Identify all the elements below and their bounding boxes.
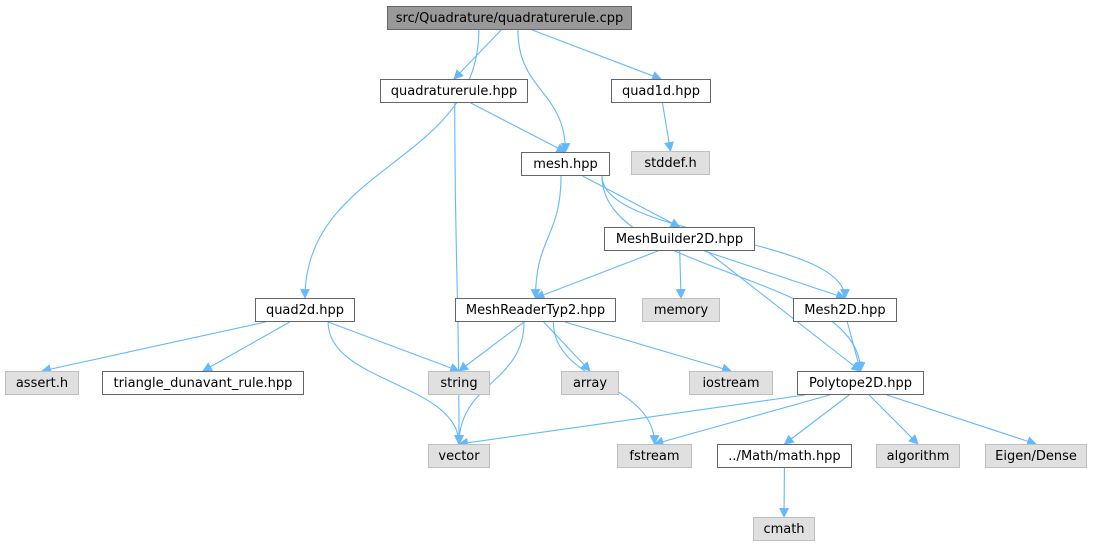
node-label: string bbox=[440, 375, 478, 391]
edge-root-to-mesh-hpp bbox=[517, 29, 571, 153]
edge-meshreadertyp2-hpp-to-array bbox=[543, 321, 591, 372]
node-label: triangle_dunavant_rule.hpp bbox=[113, 375, 293, 391]
node-mesh-hpp[interactable]: mesh.hpp bbox=[521, 152, 610, 176]
node-label: vector bbox=[438, 448, 480, 464]
node-label: cmath bbox=[763, 521, 805, 537]
node-math-hpp[interactable]: ../Math/math.hpp bbox=[717, 444, 852, 468]
node-eigen-dense: Eigen/Dense bbox=[985, 444, 1087, 468]
node-label: quad1d.hpp bbox=[621, 83, 701, 99]
edge-meshreadertyp2-hpp-to-vector bbox=[454, 321, 525, 445]
edge-root-to-quad2d-hpp bbox=[300, 29, 480, 299]
node-label: memory bbox=[653, 302, 709, 318]
edge-mesh2d-hpp-to-polytope2d-hpp bbox=[846, 321, 863, 372]
node-label: quad2d.hpp bbox=[265, 302, 345, 318]
node-iostream: iostream bbox=[689, 371, 773, 395]
node-quad1d-hpp[interactable]: quad1d.hpp bbox=[611, 79, 711, 103]
node-label: array bbox=[572, 375, 608, 391]
node-label: fstream bbox=[629, 448, 680, 464]
edge-quadraturerule-hpp-to-mesh-hpp bbox=[470, 102, 567, 153]
node-root: src/Quadrature/quadraturerule.cpp bbox=[387, 6, 632, 30]
node-meshbuilder2d-hpp[interactable]: MeshBuilder2D.hpp bbox=[604, 227, 755, 251]
edge-quad2d-hpp-to-string bbox=[327, 321, 460, 373]
edge-quad1d-hpp-to-stddef-h bbox=[661, 102, 674, 152]
edge-meshbuilder2d-hpp-to-meshreadertyp2-hpp bbox=[534, 250, 659, 300]
edge-quad2d-hpp-to-assert-h bbox=[41, 321, 266, 374]
node-label: quadraturerule.hpp bbox=[390, 83, 518, 99]
node-label: src/Quadrature/quadraturerule.cpp bbox=[395, 10, 624, 26]
node-label: iostream bbox=[702, 375, 760, 391]
node-label: Polytope2D.hpp bbox=[808, 375, 913, 391]
edge-meshbuilder2d-hpp-to-mesh2d-hpp bbox=[704, 250, 846, 300]
node-mesh2d-hpp[interactable]: Mesh2D.hpp bbox=[793, 298, 897, 322]
node-label: mesh.hpp bbox=[533, 156, 598, 172]
node-memory: memory bbox=[642, 298, 720, 322]
node-label: algorithm bbox=[886, 448, 950, 464]
edge-meshbuilder2d-hpp-to-memory bbox=[675, 250, 686, 299]
edge-meshbuilder2d-hpp-to-polytope2d-hpp bbox=[706, 250, 862, 372]
node-quad2d-hpp[interactable]: quad2d.hpp bbox=[255, 298, 355, 322]
node-fstream: fstream bbox=[617, 444, 692, 468]
edge-polytope2d-hpp-to-eigen-dense bbox=[886, 394, 1037, 446]
node-meshreadertyp2-hpp[interactable]: MeshReaderTyp2.hpp bbox=[455, 298, 616, 322]
edge-polytope2d-hpp-to-vector bbox=[458, 394, 806, 448]
node-stddef-h: stddef.h bbox=[631, 151, 710, 175]
node-quadraturerule-hpp[interactable]: quadraturerule.hpp bbox=[380, 79, 528, 103]
node-polytope2d-hpp[interactable]: Polytope2D.hpp bbox=[797, 371, 924, 395]
node-vector: vector bbox=[428, 444, 490, 468]
node-label: ../Math/math.hpp bbox=[728, 448, 841, 464]
node-label: Mesh2D.hpp bbox=[804, 302, 886, 318]
node-label: Eigen/Dense bbox=[995, 448, 1077, 464]
edge-mesh-hpp-to-meshreadertyp2-hpp bbox=[530, 175, 562, 299]
edge-mesh-hpp-to-polytope2d-hpp bbox=[601, 175, 866, 372]
node-array: array bbox=[561, 371, 619, 395]
edge-quad2d-hpp-to-vector bbox=[327, 321, 464, 445]
edge-polytope2d-hpp-to-algorithm bbox=[868, 394, 919, 445]
node-algorithm: algorithm bbox=[876, 444, 960, 468]
node-assert-h: assert.h bbox=[5, 371, 79, 395]
edge-meshreadertyp2-hpp-to-string bbox=[458, 321, 525, 372]
node-label: assert.h bbox=[15, 375, 69, 391]
edge-quad2d-hpp-to-triangle-dunavant-rule-hpp bbox=[202, 321, 290, 372]
node-string: string bbox=[428, 371, 490, 395]
edge-polytope2d-hpp-to-math-hpp bbox=[783, 394, 850, 445]
edge-root-to-quadraturerule-hpp bbox=[453, 29, 502, 80]
node-triangle-dunavant-rule-hpp[interactable]: triangle_dunavant_rule.hpp bbox=[102, 371, 304, 395]
node-label: MeshBuilder2D.hpp bbox=[615, 231, 744, 247]
node-label: stddef.h bbox=[644, 155, 697, 171]
node-label: MeshReaderTyp2.hpp bbox=[465, 302, 606, 318]
edge-root-to-quad1d-hpp bbox=[532, 29, 662, 81]
edge-meshreadertyp2-hpp-to-iostream bbox=[564, 321, 732, 374]
edge-polytope2d-hpp-to-fstream bbox=[653, 394, 830, 447]
node-cmath: cmath bbox=[753, 517, 815, 541]
edge-mesh-hpp-to-meshbuilder2d-hpp bbox=[582, 175, 681, 228]
